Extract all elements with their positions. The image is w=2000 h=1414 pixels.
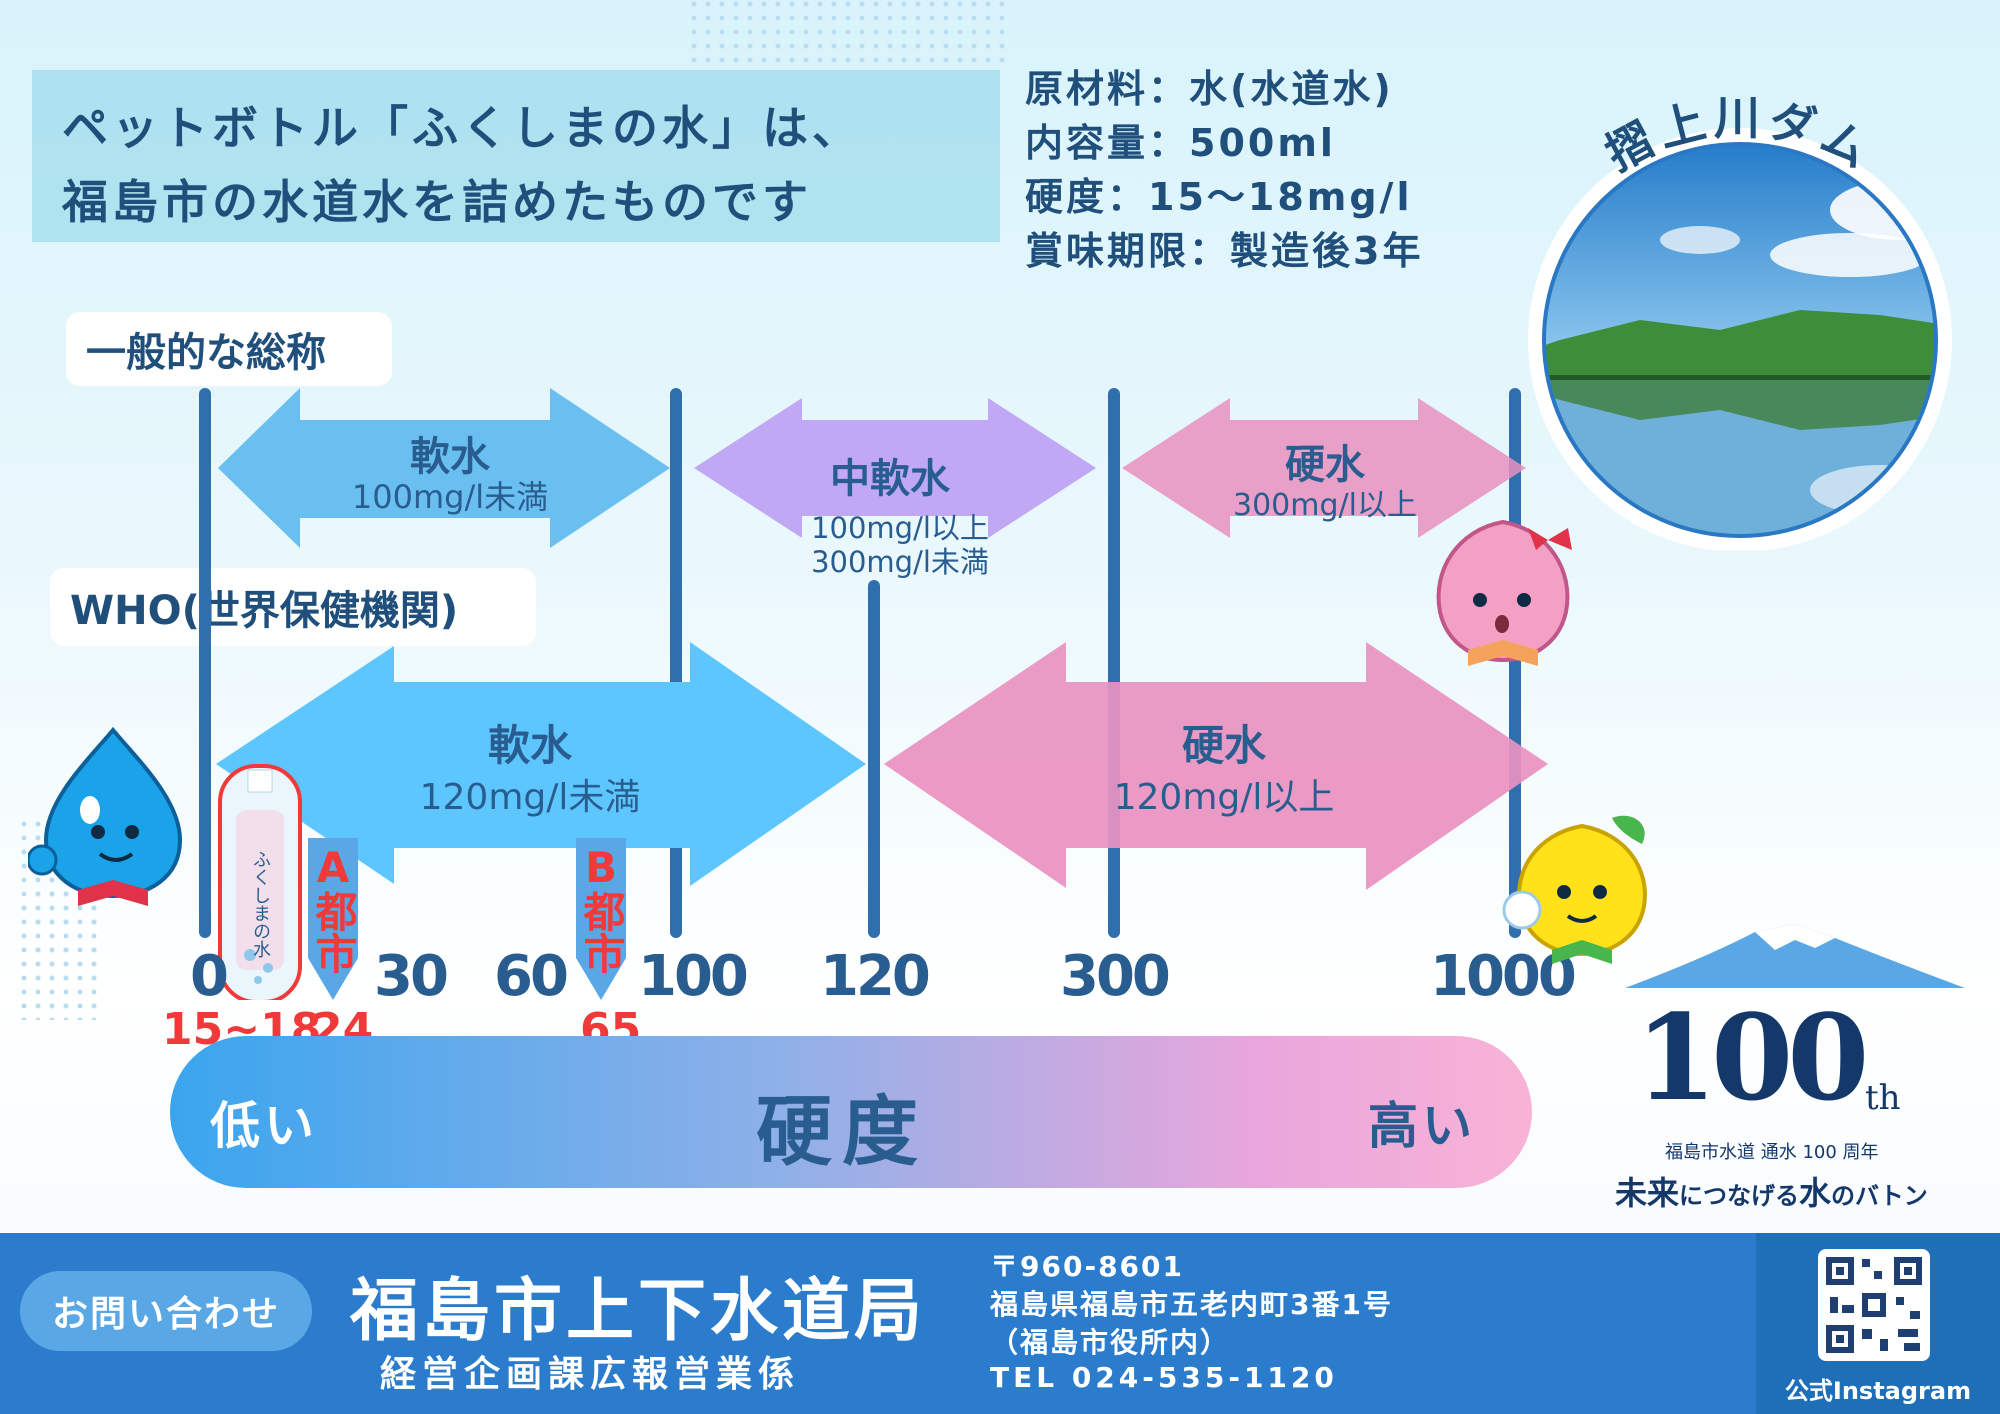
- general-medium-name: 中軟水: [830, 456, 950, 502]
- city-b-marker: [576, 838, 626, 1000]
- instagram-label: 公式Instagram: [1784, 1377, 1972, 1405]
- who-soft-arrow: [216, 642, 866, 886]
- scale-title: 硬度: [756, 1087, 928, 1176]
- hardness-scale-bar: 低い 硬度 高い: [170, 1036, 1532, 1188]
- spec-volume: 内容量：500ml: [1025, 121, 1336, 165]
- tick-300: 300: [1060, 944, 1171, 1009]
- centennial-logo: 100 th 福島市水道 通水 100 周年 未来につなげる水のバトン: [1615, 918, 1975, 1218]
- bottle-image: [218, 764, 302, 1000]
- city-a-marker: [308, 838, 358, 1000]
- general-medium-range-1: 100mg/l以上: [811, 511, 989, 545]
- line-120: [868, 580, 880, 938]
- spec-hardness: 硬度：15～18mg/l: [1025, 175, 1413, 219]
- contact-label: お問い合わせ: [51, 1294, 280, 1335]
- logo-100: 100: [1635, 988, 1869, 1127]
- logo-slogan: 未来につなげる水のバトン: [1615, 1174, 1928, 1212]
- tick-120: 120: [820, 944, 931, 1009]
- general-hard-range: 300mg/l以上: [1233, 488, 1417, 523]
- logo-caption: 福島市水道 通水 100 周年: [1665, 1142, 1879, 1163]
- general-label: 一般的な総称: [66, 312, 392, 386]
- contact-pill: お問い合わせ: [20, 1271, 312, 1351]
- dept-name: 経営企画課広報営業係: [380, 1354, 801, 1395]
- who-label: WHO(世界保健機関): [50, 568, 536, 646]
- address-note: （福島市役所内）: [990, 1326, 1231, 1359]
- general-soft-name: 軟水: [410, 434, 490, 480]
- scale-low: 低い: [210, 1097, 318, 1155]
- line-300: [1108, 388, 1120, 938]
- dam-photo: 摺上川ダム: [1528, 91, 1952, 550]
- postal-code: 〒960-8601: [990, 1250, 1184, 1283]
- mountain-icon: [1625, 924, 1965, 988]
- tel: TEL 024-535-1120: [990, 1361, 1338, 1394]
- tick-0: 0: [190, 944, 229, 1009]
- header-line-1: ペットボトル「ふくしまの水」は、: [62, 101, 862, 155]
- water-drop-mascot: [28, 726, 183, 906]
- org-name: 福島市上下水道局: [350, 1272, 927, 1351]
- scale-high: 高い: [1368, 1097, 1476, 1155]
- tick-30: 30: [374, 944, 449, 1009]
- peach-mascot: [1436, 519, 1572, 666]
- general-medium-range-2: 300mg/l未満: [811, 545, 989, 579]
- who-soft-name: 軟水: [487, 721, 572, 770]
- who-hard-name: 硬水: [1181, 721, 1266, 770]
- header-box: ペットボトル「ふくしまの水」は、 福島市の水道水を詰めたものです: [32, 70, 1000, 242]
- general-soft-arrow: [218, 388, 670, 548]
- qr-code-icon[interactable]: [1818, 1249, 1930, 1361]
- line-100: [670, 388, 682, 938]
- header-line-2: 福島市の水道水を詰めたものです: [62, 175, 812, 229]
- tick-100: 100: [638, 944, 749, 1009]
- general-medium-arrow: [694, 398, 1096, 538]
- instagram-block[interactable]: 公式Instagram: [1756, 1233, 2000, 1414]
- general-hard-arrow: [1122, 398, 1526, 538]
- bottle-label: ふくしまの水: [250, 850, 271, 958]
- hardness-diagram: [199, 388, 1548, 1000]
- spec-ingredients: 原材料：水(水道水): [1025, 67, 1394, 111]
- address: 福島県福島市五老内町3番1号: [990, 1288, 1393, 1321]
- who-hard-arrow: [884, 642, 1548, 890]
- general-hard-name: 硬水: [1285, 442, 1365, 488]
- city-b-label: B 都市: [577, 843, 626, 975]
- spec-expiry: 賞味期限：製造後3年: [1025, 229, 1424, 273]
- footer: お問い合わせ 福島市上下水道局 経営企画課広報営業係 〒960-8601 福島県…: [0, 1233, 2000, 1414]
- city-a-label: A 都市: [309, 843, 358, 975]
- general-soft-range: 100mg/l未満: [351, 478, 549, 516]
- dot-pattern: [690, 0, 1010, 70]
- who-soft-range: 120mg/l未満: [419, 777, 641, 818]
- who-hard-range: 120mg/l以上: [1113, 777, 1335, 818]
- lemon-mascot: [1502, 815, 1647, 964]
- line-0: [199, 388, 211, 938]
- tick-60: 60: [494, 944, 569, 1009]
- logo-th: th: [1865, 1078, 1901, 1118]
